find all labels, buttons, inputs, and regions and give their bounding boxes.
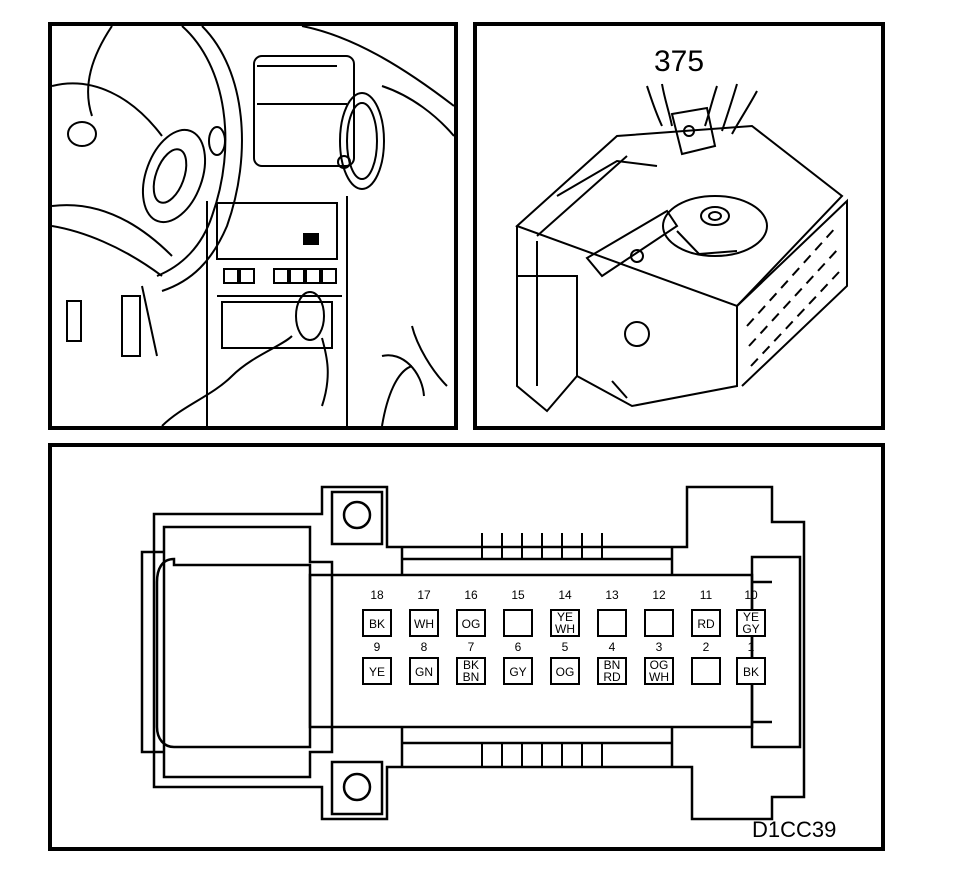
pin-cavity (644, 657, 674, 685)
pin-13: 13 (597, 588, 627, 637)
pin-cavity (644, 609, 674, 637)
pin-number: 15 (511, 588, 525, 602)
pin-number: 7 (468, 640, 475, 654)
wire-color: BK (369, 617, 385, 631)
pin-number: 10 (744, 588, 758, 602)
pin-11: 11 RD (691, 588, 721, 637)
pin-cavity (597, 609, 627, 637)
pinout-diagram: 18 BK 17 WH 16 OG 15 14 YE (140, 485, 836, 842)
pin-16: 16 OG (456, 588, 486, 637)
wire-color: BK (463, 658, 479, 672)
pin-number: 4 (609, 640, 616, 654)
wire-color: YE (369, 665, 385, 679)
wire-color: BK (743, 665, 759, 679)
wire-color: YE (743, 610, 759, 624)
wire-color: YE (557, 610, 573, 624)
pin-8: 8 GN (409, 640, 439, 685)
pin-number: 17 (417, 588, 431, 602)
pin-number: 18 (370, 588, 384, 602)
pin-17: 17 WH (409, 588, 439, 637)
pin-9: 9 YE (362, 640, 392, 685)
pin-18: 18 BK (362, 588, 392, 637)
pin-number: 5 (562, 640, 569, 654)
pin-2: 2 (691, 640, 721, 685)
dashboard-sketch (52, 26, 454, 426)
wire-color-2: WH (649, 670, 669, 684)
pin-number: 14 (558, 588, 572, 602)
pin-4: 4 BN RD (597, 640, 627, 685)
connector-perspective-panel: 375 (473, 22, 885, 430)
pin-3: 3 OG WH (644, 640, 674, 685)
connector-sketch: 375 (515, 45, 848, 413)
pin-number: 12 (652, 588, 666, 602)
pin-cavity (362, 609, 392, 637)
wire-color: OG (462, 617, 481, 631)
pin-cavity (409, 657, 439, 685)
wire-color-2: BN (463, 670, 480, 684)
pin-1: 1 BK (736, 640, 766, 685)
pin-cavity (456, 657, 486, 685)
dashboard-location-panel (48, 22, 458, 430)
pin-number: 16 (464, 588, 478, 602)
pin-number: 3 (656, 640, 663, 654)
pin-cavity (503, 657, 533, 685)
pin-15: 15 (503, 588, 533, 637)
pin-6: 6 GY (503, 640, 533, 685)
pin-7: 7 BK BN (456, 640, 486, 685)
pin-cavity (597, 657, 627, 685)
pin-cavity (409, 609, 439, 637)
pin-cavity (362, 657, 392, 685)
pin-row-top: 18 BK 17 WH 16 OG 15 14 YE (362, 588, 766, 637)
pin-cavity (691, 657, 721, 685)
pin-12: 12 (644, 588, 674, 637)
connector-callout-label: 375 (654, 45, 704, 78)
pin-cavity (550, 609, 580, 637)
pin-number: 6 (515, 640, 522, 654)
wire-color: WH (414, 617, 434, 631)
pin-row-bottom: 9 YE 8 GN 7 BK BN 6 GY 5 (362, 640, 766, 685)
wire-color-2: WH (555, 622, 575, 636)
wire-color: RD (697, 617, 715, 631)
wire-color: GN (415, 665, 433, 679)
wire-color: BN (604, 658, 621, 672)
pin-cavity (691, 609, 721, 637)
pin-number: 1 (748, 640, 755, 654)
pin-10: 10 YE GY (736, 588, 766, 637)
wire-color-2: RD (603, 670, 621, 684)
pin-cavity (456, 609, 486, 637)
pin-number: 11 (700, 588, 713, 602)
pin-number: 2 (703, 640, 710, 654)
wire-color-2: GY (742, 622, 759, 636)
wire-color: OG (556, 665, 575, 679)
pin-cavity (503, 609, 533, 637)
wire-color: OG (650, 658, 669, 672)
pin-cavity (736, 609, 766, 637)
pin-number: 9 (374, 640, 381, 654)
pin-number: 13 (605, 588, 619, 602)
pin-14: 14 YE WH (550, 588, 580, 637)
pin-5: 5 OG (550, 640, 580, 685)
pinout-panel: 18 BK 17 WH 16 OG 15 14 YE (48, 443, 885, 851)
drawing-code: D1CC39 (752, 817, 836, 842)
pin-cavity (736, 657, 766, 685)
wire-color: GY (509, 665, 526, 679)
pin-number: 8 (421, 640, 428, 654)
pin-cavity (550, 657, 580, 685)
